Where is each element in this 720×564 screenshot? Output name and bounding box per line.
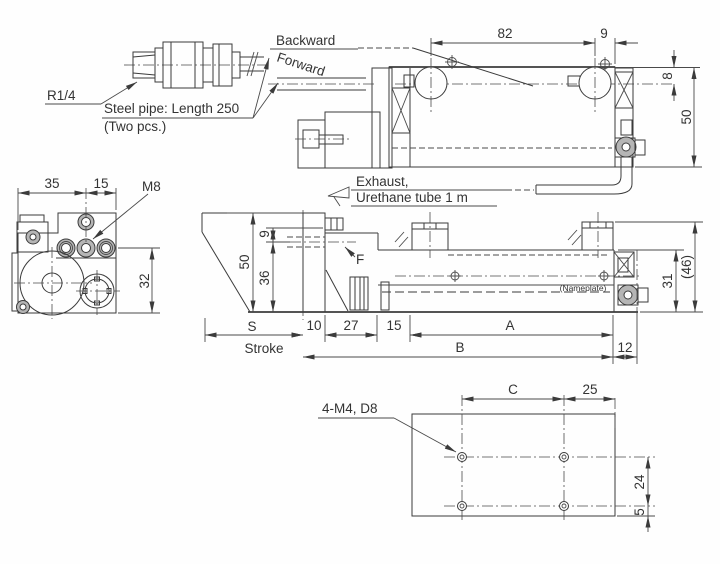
dim-c: C bbox=[508, 382, 518, 397]
dim-a: A bbox=[505, 318, 514, 333]
dim-46: (46) bbox=[679, 255, 694, 279]
dim-50-front: 50 bbox=[237, 254, 252, 269]
slide-screw-left bbox=[449, 270, 461, 282]
dim-50-top: 50 bbox=[679, 109, 694, 124]
dim-82: 82 bbox=[497, 26, 512, 41]
top-side-view: 82 9 8 50 bbox=[268, 26, 702, 195]
exhaust-label: Exhaust, Urethane tube 1 m bbox=[327, 174, 506, 207]
label-r14: R1/4 bbox=[47, 88, 76, 103]
label-stroke: Stroke bbox=[244, 341, 283, 356]
dim-24: 24 bbox=[632, 474, 647, 490]
label-4m4-d8: 4-M4, D8 bbox=[322, 401, 378, 416]
mounting-hole bbox=[457, 452, 569, 511]
dim-9-top: 9 bbox=[600, 26, 608, 41]
front-view: (Nameplate) F 50 9 36 S Stroke 10 27 15 … bbox=[201, 210, 703, 364]
label-f: F bbox=[356, 252, 364, 267]
dim-15-end: 15 bbox=[93, 176, 108, 191]
end-view: 35 15 M8 32 bbox=[11, 176, 161, 319]
label-steel-pipe: Steel pipe: Length 250 bbox=[104, 101, 239, 116]
label-two-pcs: (Two pcs.) bbox=[104, 119, 166, 134]
label-forward: Forward bbox=[275, 50, 327, 80]
label-backward: Backward bbox=[276, 33, 335, 48]
dim-32: 32 bbox=[137, 273, 152, 288]
dim-15-front: 15 bbox=[386, 318, 401, 333]
dim-12: 12 bbox=[617, 340, 632, 355]
dim-b: B bbox=[455, 340, 464, 355]
fitting-detail-view: R1/4 Steel pipe: Length 250 (Two pcs.) B… bbox=[45, 33, 413, 134]
dim-35: 35 bbox=[44, 176, 59, 191]
dim-s: S bbox=[247, 319, 256, 334]
dim-31: 31 bbox=[660, 273, 675, 288]
label-exhaust-line2: Urethane tube 1 m bbox=[356, 190, 468, 205]
dim-25: 25 bbox=[582, 382, 597, 397]
dim-8: 8 bbox=[660, 72, 675, 80]
dim-27: 27 bbox=[343, 318, 358, 333]
dim-10: 10 bbox=[306, 318, 321, 333]
pivot-screw-right bbox=[598, 57, 612, 71]
label-nameplate: (Nameplate) bbox=[560, 283, 607, 293]
slide-screw-right bbox=[598, 270, 610, 282]
mounting-plate-view: C 25 4-M4, D8 24 5 bbox=[318, 382, 655, 532]
label-exhaust-line1: Exhaust, bbox=[356, 174, 409, 189]
label-m8: M8 bbox=[142, 179, 161, 194]
dim-36: 36 bbox=[257, 270, 272, 285]
pivot-screw-left bbox=[445, 55, 459, 69]
dim-5: 5 bbox=[632, 508, 647, 516]
dim-9-front: 9 bbox=[257, 230, 272, 238]
